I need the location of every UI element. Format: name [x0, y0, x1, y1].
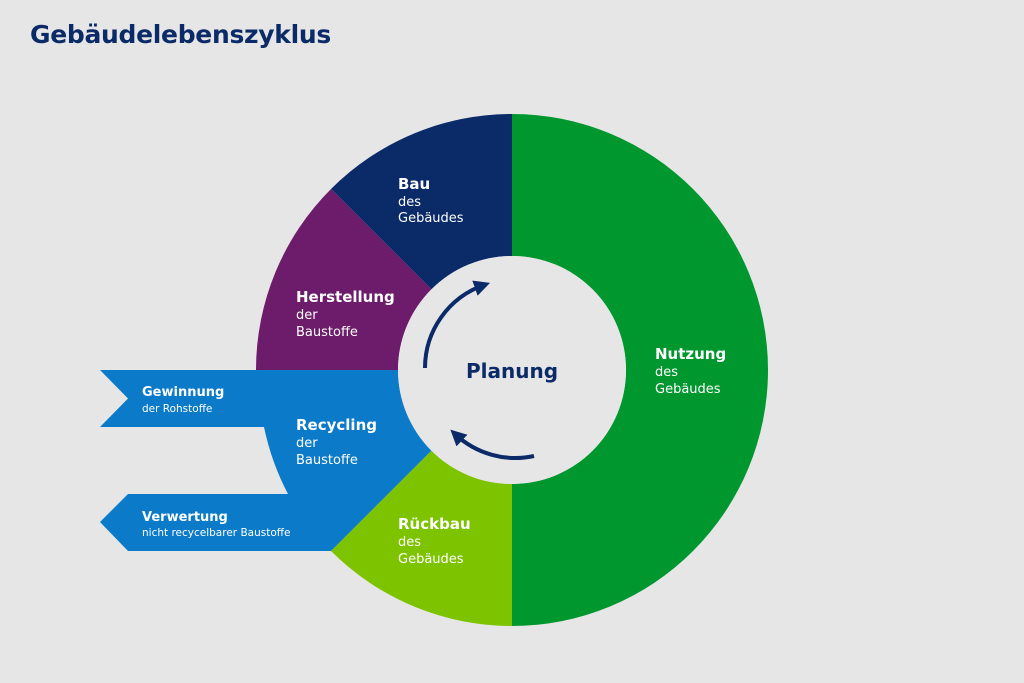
segment-rueckbau [331, 450, 512, 626]
segment-recycling [100, 370, 432, 551]
herstellung-line2: Baustoffe [296, 325, 358, 340]
bau-line1: des [398, 195, 421, 210]
rueckbau-title: Rückbau [398, 515, 471, 533]
segment-nutzung [512, 114, 768, 626]
nutzung-line1: des [655, 365, 678, 380]
bau-line2: Gebäudes [398, 211, 464, 226]
gewinnung-title: Gewinnung [142, 385, 224, 400]
herstellung-title: Herstellung [296, 288, 395, 306]
bau-title: Bau [398, 175, 430, 193]
gewinnung-subtitle: der Rohstoffe [142, 403, 212, 415]
rueckbau-line2: Gebäudes [398, 552, 464, 567]
verwertung-title: Verwertung [142, 510, 228, 525]
herstellung-line1: der [296, 308, 318, 323]
recycling-line2: Baustoffe [296, 453, 358, 468]
center-circle [398, 256, 626, 484]
nutzung-title: Nutzung [655, 345, 726, 363]
verwertung-subtitle: nicht recycelbarer Baustoffe [142, 527, 290, 539]
cycle-arrow-top-icon [423, 280, 491, 369]
cycle-arrow-bottom-icon [450, 429, 535, 460]
recycling-line1: der [296, 436, 318, 451]
segment-bau [331, 114, 512, 290]
rueckbau-line1: des [398, 535, 421, 550]
segment-herstellung [256, 189, 432, 370]
page-title: Gebäudelebenszyklus [30, 20, 331, 49]
nutzung-line2: Gebäudes [655, 382, 721, 397]
recycling-title: Recycling [296, 416, 377, 434]
center-label: Planung [466, 359, 558, 383]
